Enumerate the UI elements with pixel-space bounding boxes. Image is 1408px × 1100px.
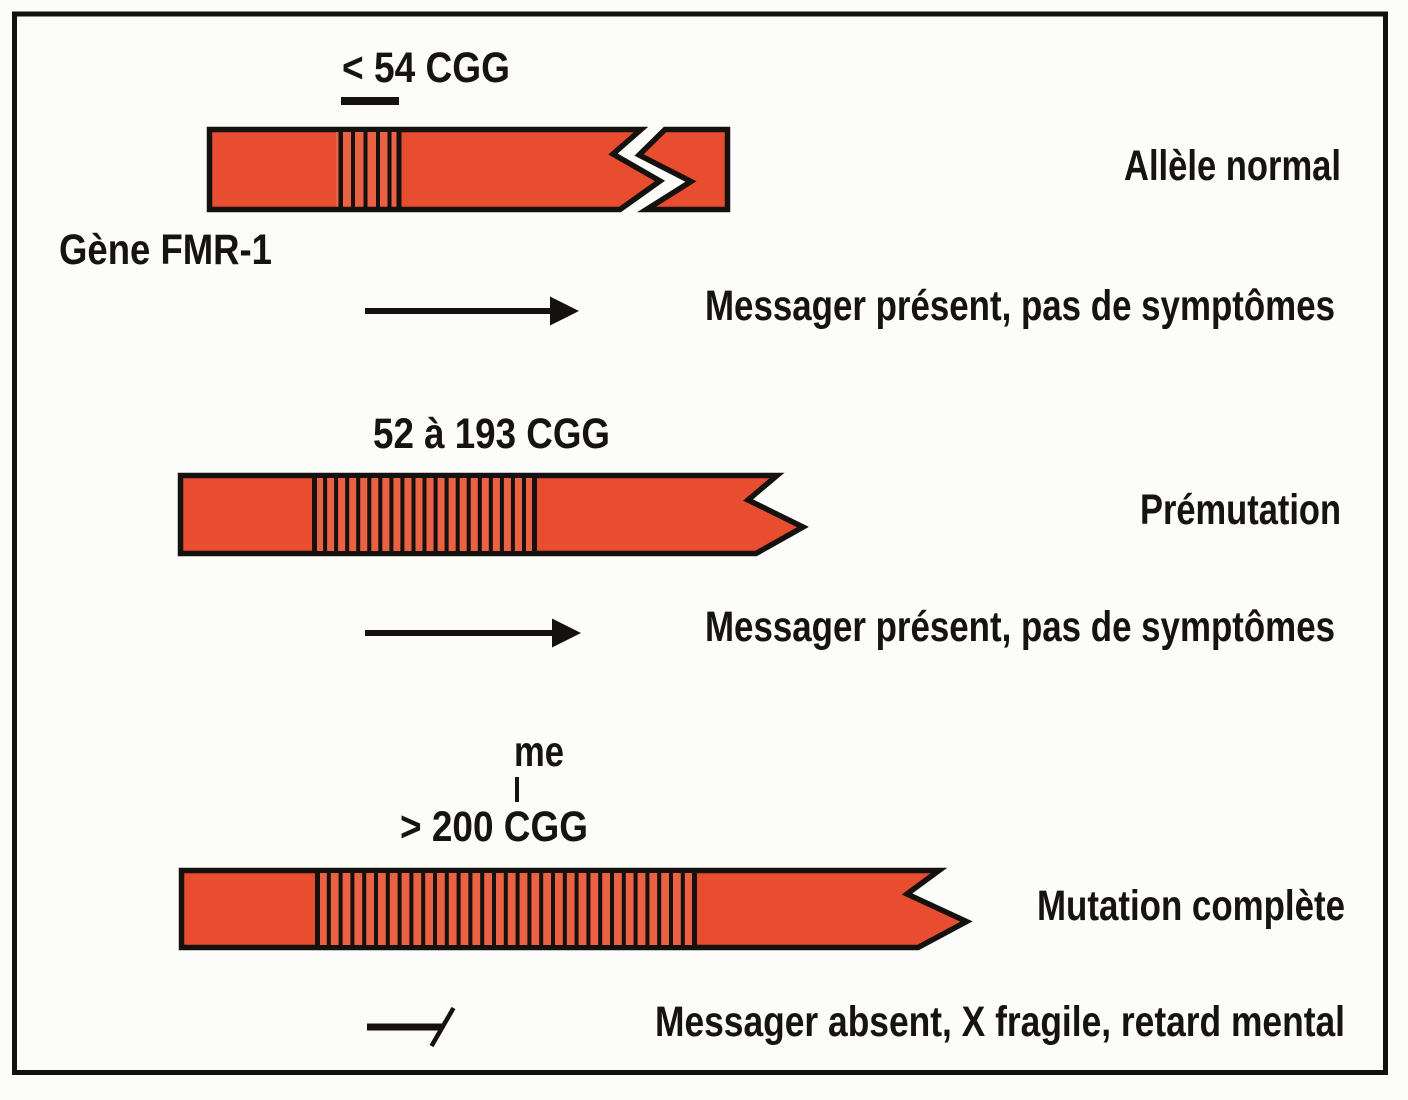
svg-text:Mutation complète: Mutation complète [1037, 882, 1345, 930]
svg-text:Messager absent, X fragile, re: Messager absent, X fragile, retard menta… [655, 998, 1345, 1046]
svg-text:< 54 CGG: < 54 CGG [342, 44, 510, 92]
svg-text:me: me [514, 728, 564, 776]
svg-text:Messager présent, pas de sympt: Messager présent, pas de symptômes [705, 603, 1335, 651]
svg-text:Messager présent, pas de sympt: Messager présent, pas de symptômes [705, 282, 1335, 330]
svg-text:> 200 CGG: > 200 CGG [400, 803, 588, 851]
svg-text:52 à 193 CGG: 52 à 193 CGG [373, 410, 610, 458]
svg-text:Prémutation: Prémutation [1140, 486, 1341, 534]
svg-text:Gène FMR-1: Gène FMR-1 [59, 226, 272, 274]
svg-text:Allèle normal: Allèle normal [1124, 142, 1341, 190]
